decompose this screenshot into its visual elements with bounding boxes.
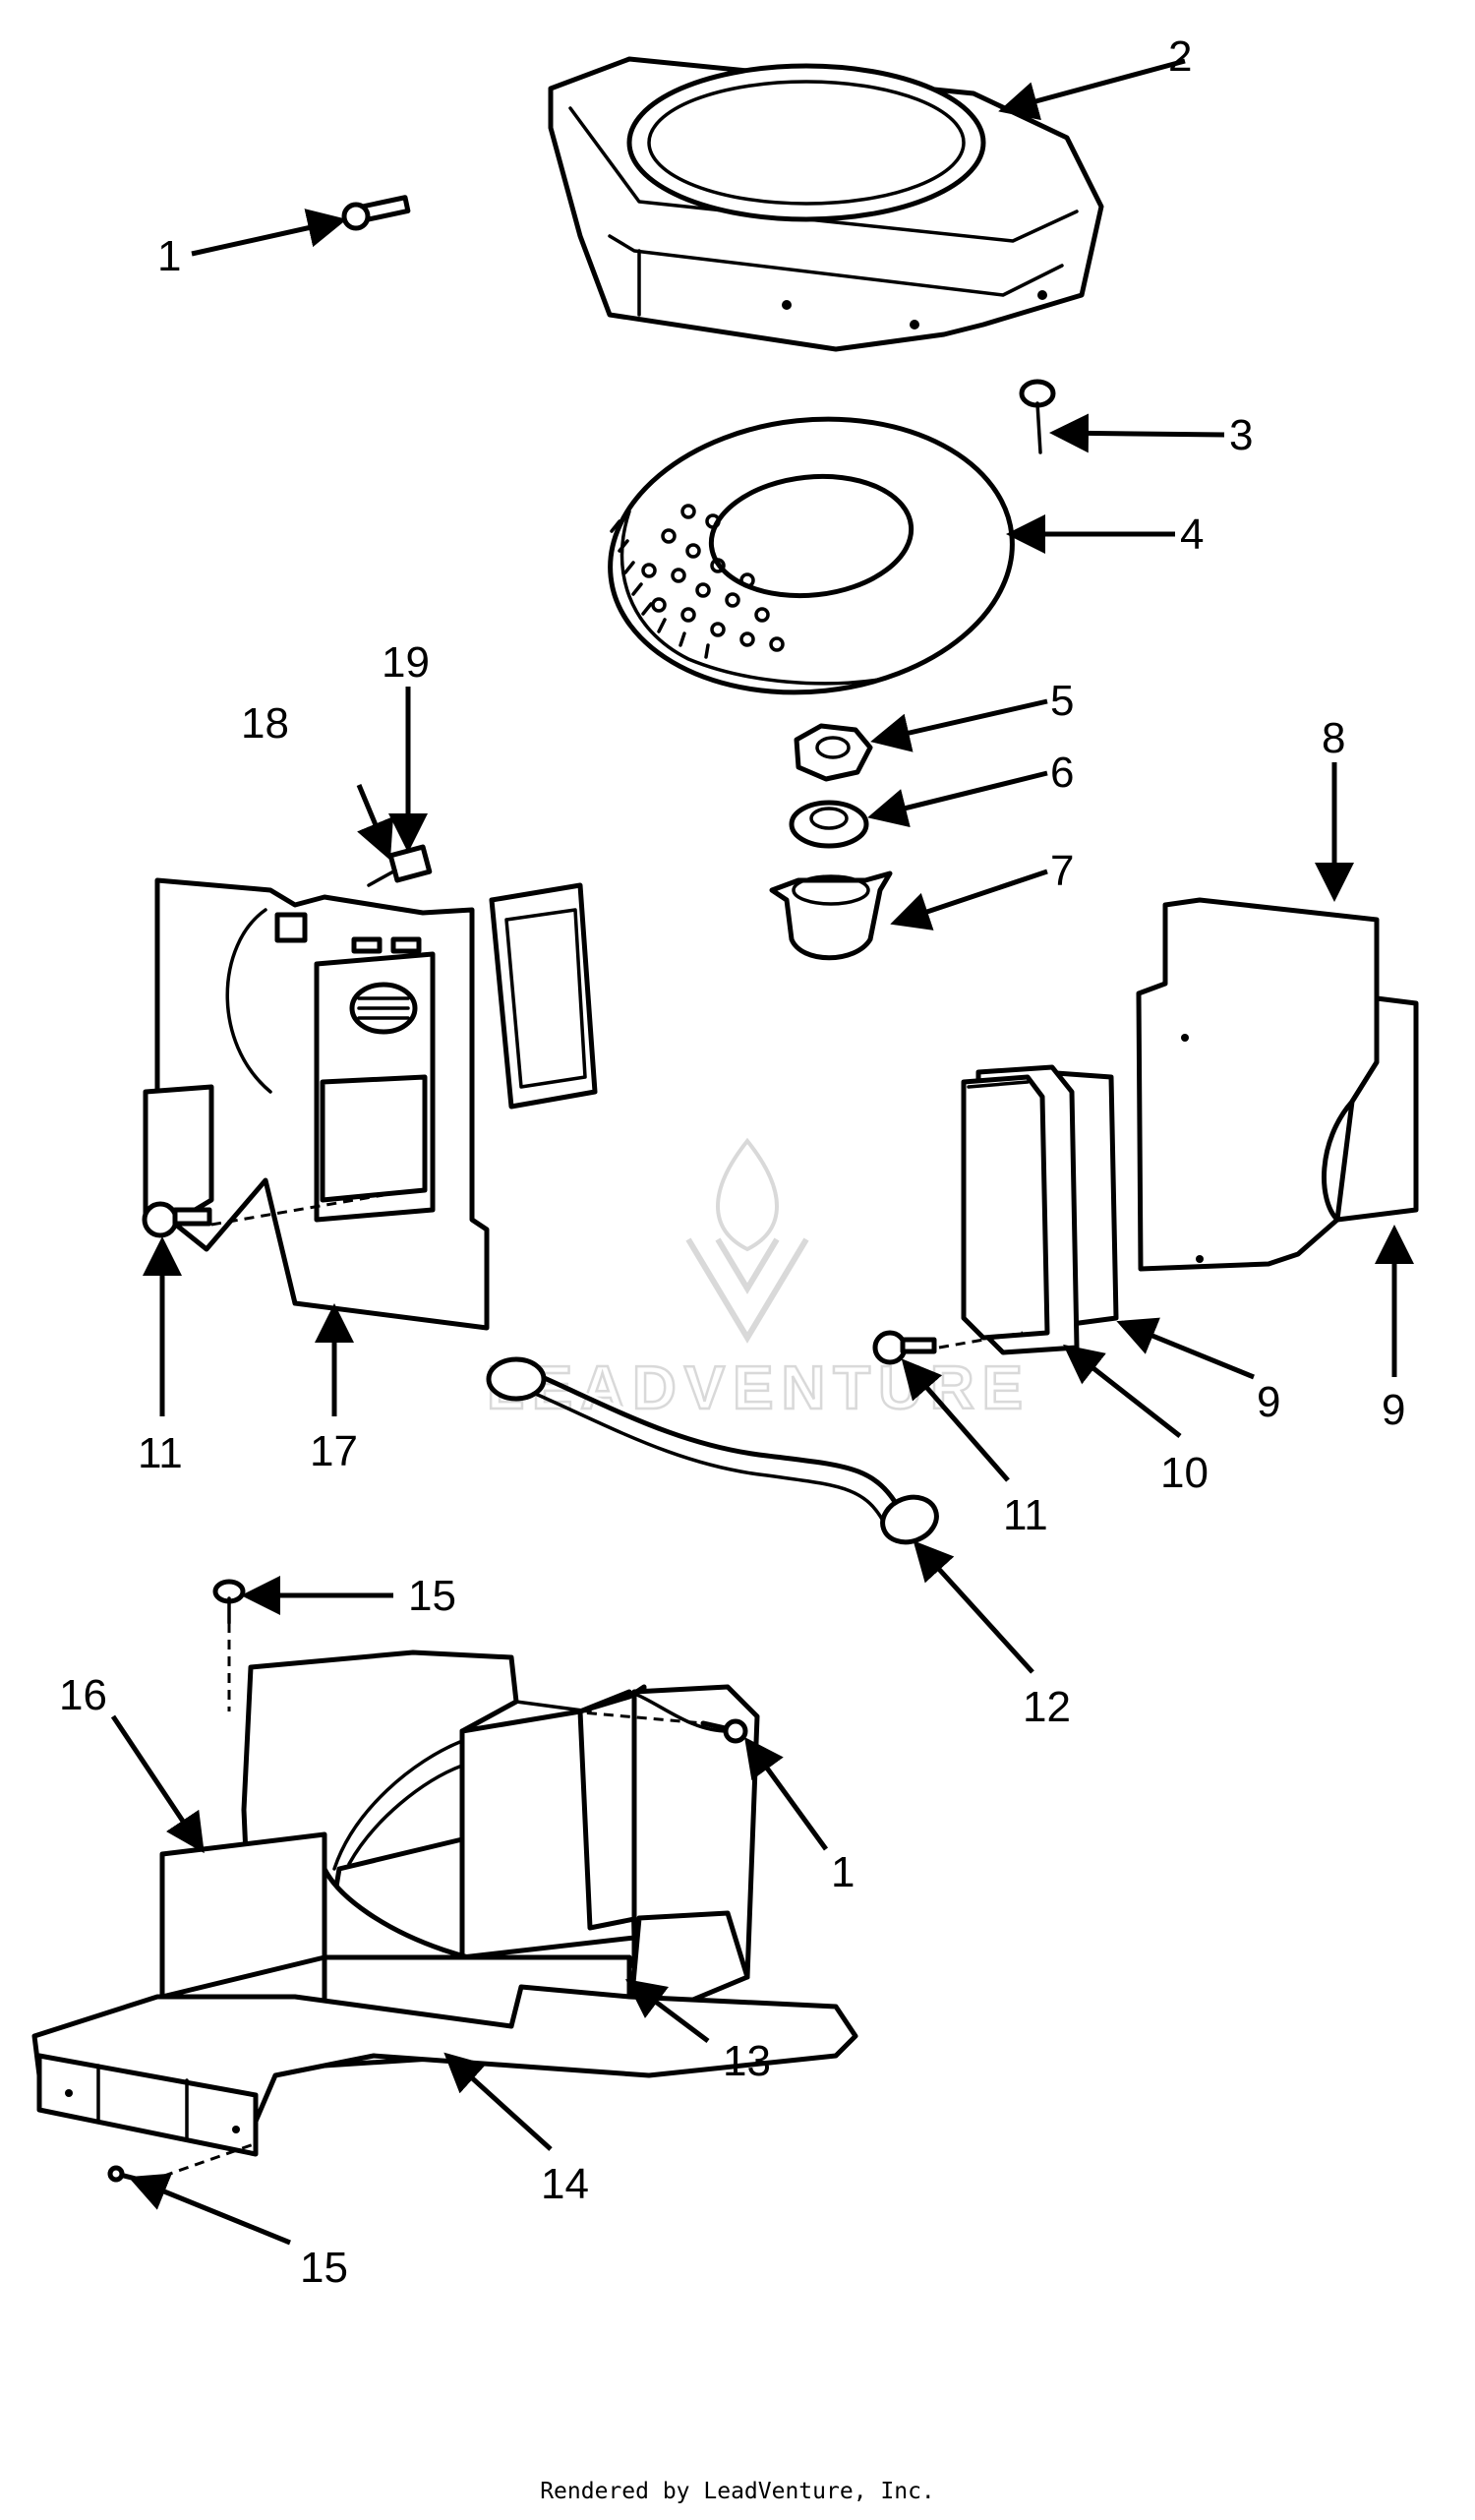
watermark-logo: LEADVENTURE (486, 1137, 1024, 1423)
callout-11-right: 11 (1003, 1491, 1048, 1539)
callout-9-left: 9 (1257, 1378, 1280, 1426)
blower-housing (548, 56, 1104, 352)
bolt-left (142, 1201, 212, 1238)
footer-credit: Rendered by LeadVenture, Inc. (540, 2479, 935, 2504)
lower-shroud (159, 1650, 760, 2069)
fastener-18-19 (367, 844, 433, 887)
callout-1-lower: 1 (831, 1848, 855, 1896)
screen-perforations (641, 504, 785, 652)
callout-labels: 1 2 3 4 5 6 7 8 9 9 10 11 11 12 13 14 15… (59, 32, 1405, 2292)
screw-top (341, 195, 411, 231)
screw-15-bottom (107, 2165, 150, 2185)
right-baffle (1136, 897, 1419, 1272)
nut-5 (794, 723, 873, 782)
callout-8: 8 (1322, 714, 1345, 762)
callout-6: 6 (1050, 749, 1074, 797)
callout-15-top: 15 (408, 1572, 456, 1620)
callout-10: 10 (1160, 1449, 1209, 1497)
breather-tube (486, 1356, 939, 1545)
screw-15-top (212, 1579, 246, 1625)
callout-17: 17 (310, 1427, 358, 1475)
callout-15-bottom: 15 (300, 2244, 348, 2292)
callout-13: 13 (723, 2037, 771, 2085)
cup-7 (769, 870, 893, 961)
screw-1-lower (700, 1718, 748, 1744)
callout-4: 4 (1180, 510, 1204, 559)
callout-2: 2 (1168, 32, 1192, 81)
callout-12: 12 (1023, 1683, 1071, 1731)
callout-14: 14 (541, 2160, 589, 2208)
callout-16: 16 (59, 1671, 107, 1719)
callout-18: 18 (241, 699, 289, 748)
callout-3: 3 (1229, 411, 1253, 459)
callout-5: 5 (1050, 677, 1074, 725)
leader-lines (110, 58, 1414, 2246)
callout-9-right: 9 (1382, 1386, 1405, 1434)
callout-1-top: 1 (157, 232, 181, 280)
left-baffle (143, 877, 598, 1331)
callout-7: 7 (1050, 847, 1074, 895)
callout-19: 19 (382, 638, 430, 687)
base-plate (31, 1984, 858, 2157)
bolt-right (872, 1330, 937, 1365)
washer-6 (789, 800, 869, 849)
screw-3 (1019, 379, 1056, 454)
flywheel-screen (608, 416, 1015, 695)
callout-11-left: 11 (138, 1429, 183, 1477)
rear-cover-assembly (961, 1064, 1119, 1355)
